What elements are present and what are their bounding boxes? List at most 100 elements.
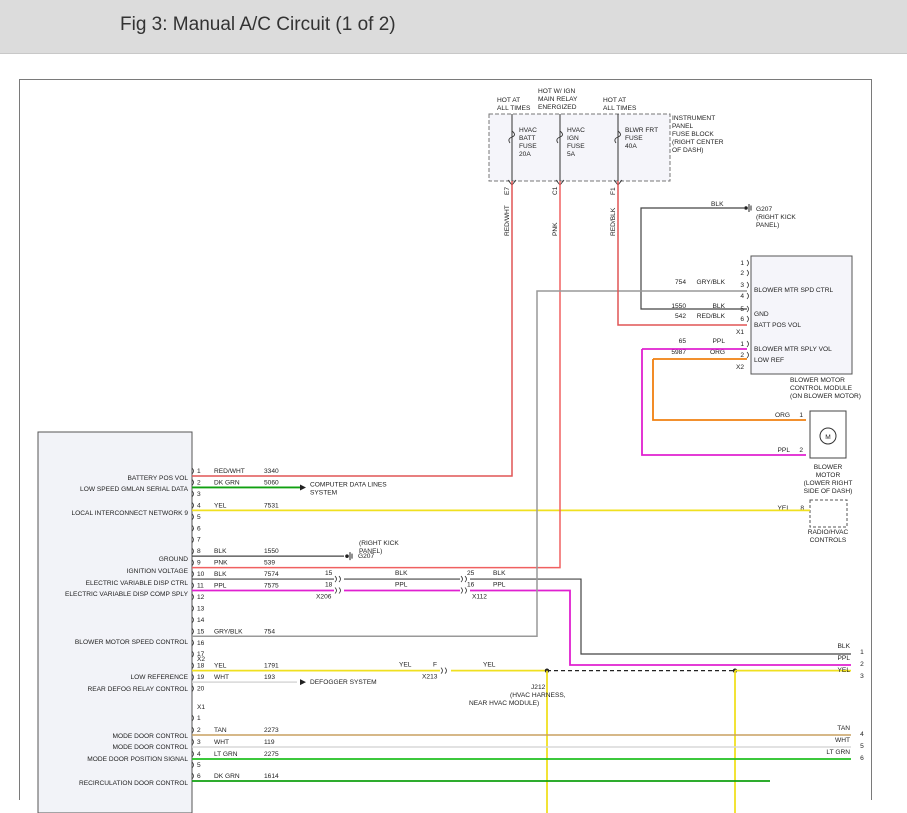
hvac-wire-color: GRY/BLK	[214, 628, 243, 635]
connector-icon	[444, 667, 447, 674]
x112-label: X112	[472, 594, 487, 601]
g207-label: PANEL)	[756, 222, 779, 229]
blower-x1-pin: 1	[740, 260, 744, 267]
hvac-pin-function: IGNITION VOLTAGE	[127, 568, 189, 575]
hvac-x1-label: X1	[197, 704, 205, 711]
arrow-icon	[300, 484, 306, 491]
fuse-label: HVAC	[567, 127, 585, 134]
fuse-pin-label: C1	[552, 186, 559, 195]
fuse-symbol	[508, 130, 515, 144]
connector-icon	[191, 772, 194, 780]
hvac-wire-color: LT GRN	[214, 751, 238, 758]
connector-icon	[191, 479, 194, 486]
fuse-symbol	[556, 130, 563, 144]
connector-icon	[191, 639, 194, 647]
g207-wire-label: BLK	[711, 201, 724, 208]
fuse-block-label: OF DASH)	[672, 147, 704, 154]
wire-ppl-7575	[470, 589, 851, 666]
hvac-x2-pin: 1	[197, 715, 201, 722]
radio-wire-label: YEL	[778, 505, 791, 512]
motor-wire-label: PPL	[778, 447, 791, 454]
wire-gry-blk-754	[192, 290, 747, 638]
blower-circuit-number: 5987	[671, 349, 686, 356]
hvac-circuit-number: 2273	[264, 727, 279, 734]
blower-circuit-function: GND	[754, 311, 769, 318]
connector-icon	[191, 616, 194, 624]
blower-x2-pin: 2	[740, 352, 744, 359]
connector-icon	[464, 575, 467, 583]
x112-pin-label: 16	[467, 582, 475, 589]
g207-mid-label: G207	[358, 553, 374, 560]
hvac-x1-pin: 15	[197, 628, 205, 635]
hvac-x1-pin: 12	[197, 594, 205, 601]
defogger-label: DEFOGGER SYSTEM	[310, 679, 377, 686]
hvac-circuit-number: 2275	[264, 751, 279, 758]
connector-icon	[338, 575, 341, 583]
fuse-label: 5A	[567, 151, 576, 158]
j212-label: J212	[531, 684, 546, 691]
hvac-wire-color: RED/WHT	[214, 468, 245, 475]
fuse-wire-label: PNK	[552, 222, 559, 236]
right-edge-pin-label: 3	[860, 673, 864, 680]
fuse-wire-label: RED/BLK	[610, 207, 617, 236]
hvac-x2-pin: 4	[197, 751, 201, 758]
connector-icon	[191, 593, 194, 601]
g207-label: (RIGHT KICK	[756, 214, 796, 221]
computer-data-lines-label: COMPUTER DATA LINES	[310, 481, 387, 488]
hvac-x2-pin: 6	[197, 773, 201, 780]
fuse-label: FUSE	[519, 143, 537, 150]
hvac-wire-color: BLK	[214, 571, 227, 578]
hvac-x1-pin: 13	[197, 605, 205, 612]
fuse-pin-label: E7	[504, 187, 511, 195]
wire-color-label: BLK	[493, 570, 506, 577]
wire-org-motor	[652, 359, 806, 421]
hvac-x1-pin: 20	[197, 686, 205, 693]
wire-color-label: PPL	[395, 582, 408, 589]
hvac-circuit-number: 193	[264, 674, 275, 681]
blower-circuit-color: ORG	[710, 349, 725, 356]
blower-motor-name: SIDE OF DASH)	[804, 488, 853, 495]
blower-motor-name: (LOWER RIGHT	[804, 480, 853, 487]
hvac-x1-pin: 11	[197, 583, 204, 590]
connector-icon	[191, 761, 194, 769]
fuse-label: BATT	[519, 135, 535, 142]
connector-icon	[746, 269, 749, 277]
j212-desc: NEAR HVAC MODULE)	[469, 700, 539, 707]
hvac-pin-function: LOW REFERENCE	[130, 674, 188, 681]
j212-desc: (HVAC HARNESS,	[510, 692, 566, 699]
right-edge-pin-label: 2	[860, 661, 864, 668]
blower-motor-box	[809, 410, 847, 459]
connector-icon	[191, 605, 194, 612]
blower-x2-pin: 1	[740, 341, 744, 348]
blower-circuit-color: RED/BLK	[697, 313, 726, 320]
connector-icon	[191, 582, 194, 589]
computer-data-lines-label: SYSTEM	[310, 489, 337, 496]
fuse-label: IGN	[567, 135, 579, 142]
hvac-circuit-number: 1614	[264, 773, 279, 780]
fuse-label: 40A	[625, 143, 637, 150]
right-edge-pin-label: 6	[860, 755, 864, 762]
hvac-wire-color: YEL	[214, 502, 227, 509]
wire-ppl-motor	[641, 349, 806, 456]
hvac-wire-color: PPL	[214, 583, 227, 590]
hvac-wire-color: WHT	[214, 739, 229, 746]
blower-circuit-color: PPL	[713, 338, 726, 345]
blower-circuit-number: 542	[675, 313, 686, 320]
hvac-x1-pin: 19	[197, 674, 205, 681]
blower-circuit-number: 1550	[671, 303, 686, 310]
hvac-pin-function: RECIRCULATION DOOR CONTROL	[79, 780, 188, 787]
connector-icon	[338, 587, 341, 594]
right-edge-wire-label: BLK	[838, 643, 851, 650]
hvac-circuit-number: 7574	[264, 571, 279, 578]
x213-pin-label: F	[433, 662, 437, 669]
fuse-label: FUSE	[567, 143, 585, 150]
connector-icon	[191, 524, 194, 532]
ground-icon	[345, 554, 349, 558]
hvac-circuit-number: 754	[264, 628, 275, 635]
connector-icon	[746, 292, 749, 300]
fuse-label: HVAC	[519, 127, 537, 134]
x206-label: X206	[316, 594, 332, 601]
blower-module-name: (ON BLOWER MOTOR)	[790, 393, 861, 400]
blower-motor-name: MOTOR	[816, 472, 841, 479]
wire-red-blk-542	[617, 181, 747, 326]
